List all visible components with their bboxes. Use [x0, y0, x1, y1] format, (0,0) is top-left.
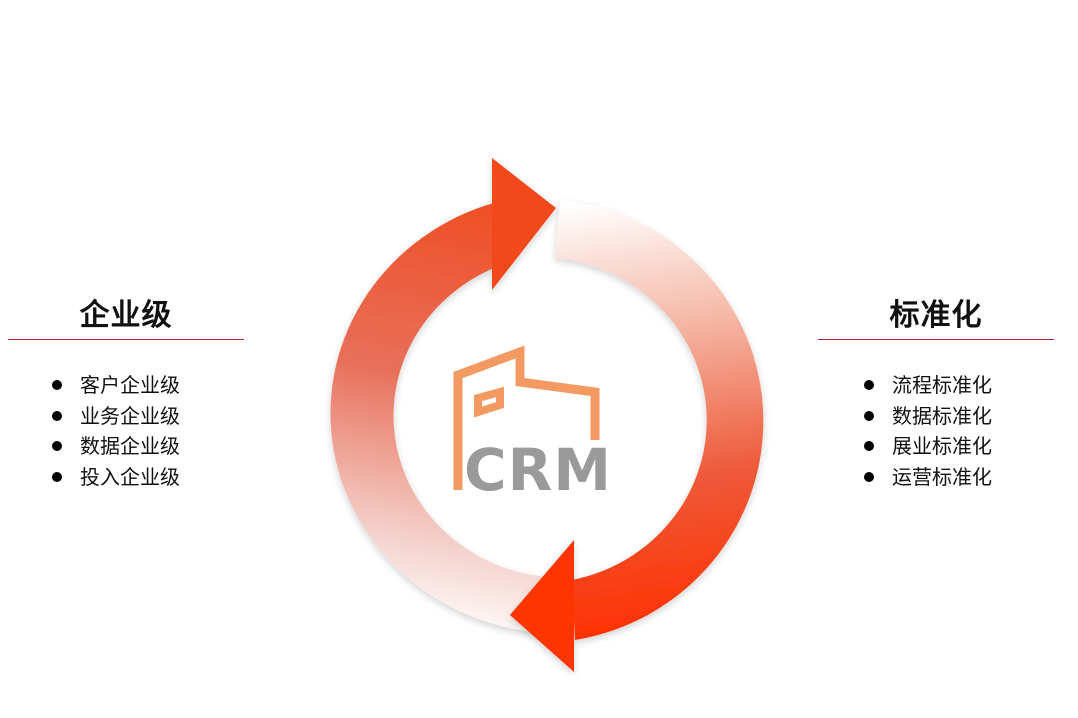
- list-item-label: 业务企业级: [80, 403, 180, 428]
- list-item: 运营标准化: [864, 462, 992, 493]
- right-panel: 标准化 流程标准化 数据标准化 展业标准化 运营标准化: [818, 296, 1054, 489]
- bullet-icon: [52, 441, 62, 452]
- cycle-arrow-left: [330, 158, 556, 633]
- list-item-label: 数据标准化: [892, 403, 992, 428]
- list-item: 客户企业级: [52, 370, 180, 401]
- right-panel-divider: [818, 339, 1054, 340]
- list-item: 数据企业级: [52, 431, 180, 462]
- right-panel-list: 流程标准化 数据标准化 展业标准化 运营标准化: [864, 370, 992, 492]
- list-item: 业务企业级: [52, 401, 180, 432]
- crm-logo-text: CRM: [464, 436, 612, 504]
- left-panel-divider: [8, 339, 244, 340]
- cycle-arrow-right: [510, 200, 764, 672]
- list-item: 展业标准化: [864, 431, 992, 462]
- left-panel: 企业级 客户企业级 业务企业级 数据企业级 投入企业级: [8, 296, 244, 489]
- list-item-label: 运营标准化: [892, 464, 992, 489]
- bullet-icon: [864, 441, 874, 452]
- list-item-label: 投入企业级: [80, 464, 180, 489]
- bullet-icon: [864, 471, 874, 482]
- list-item-label: 客户企业级: [80, 373, 180, 397]
- right-panel-title: 标准化: [889, 298, 983, 333]
- list-item: 数据标准化: [864, 401, 992, 432]
- bullet-icon: [52, 380, 62, 391]
- list-item-label: 流程标准化: [892, 373, 992, 397]
- bullet-icon: [52, 471, 62, 482]
- bullet-icon: [52, 410, 62, 421]
- left-panel-title: 企业级: [79, 298, 173, 333]
- list-item: 投入企业级: [52, 462, 180, 493]
- list-item-label: 展业标准化: [892, 434, 992, 458]
- bullet-icon: [864, 410, 874, 421]
- list-item: 流程标准化: [864, 370, 992, 401]
- building-icon: [453, 345, 600, 490]
- left-panel-list: 客户企业级 业务企业级 数据企业级 投入企业级: [52, 370, 180, 492]
- bullet-icon: [864, 380, 874, 391]
- list-item-label: 数据企业级: [80, 434, 180, 458]
